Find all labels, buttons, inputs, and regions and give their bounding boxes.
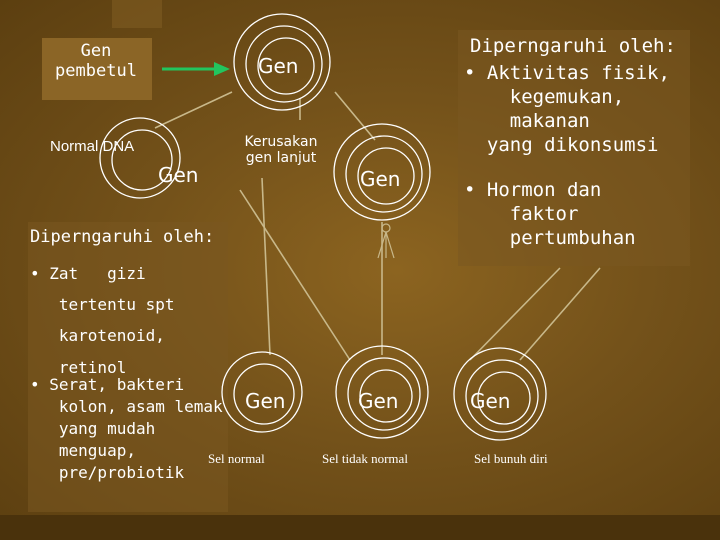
tripod-decoration <box>377 223 395 259</box>
circle-gen-bottom-3 <box>453 347 547 441</box>
sel-tidak-normal-label: Sel tidak normal <box>322 451 408 466</box>
background-band <box>0 515 720 540</box>
line-bottom2-to-bottom3 <box>519 267 601 361</box>
gen-bottom-3-label: Gen <box>470 389 511 413</box>
gen-top-label: Gen <box>258 54 299 78</box>
right-panel-bullet-1: • Aktivitas fisik, kegemukan, makanan ya… <box>464 62 670 156</box>
gen-bottom-2-label: Gen <box>358 389 399 413</box>
circle-gen-top <box>233 13 331 111</box>
line-top-to-bottom2 <box>239 189 351 361</box>
gen-mid-left-label: Gen <box>158 163 199 187</box>
gen-right-mid-label: Gen <box>360 167 401 191</box>
left-panel-bullet-1: • Zat gizi tertentu spt karotenoid, reti… <box>30 264 175 377</box>
normal-dna-label: Normal DNA <box>50 138 135 155</box>
background-post <box>112 0 162 28</box>
left-panel-heading: Diperngaruhi oleh: <box>30 227 215 247</box>
right-panel-bg <box>458 30 690 266</box>
gen-pembetul-label: Gen pembetul <box>55 41 137 81</box>
line-top-to-rightmid <box>334 91 376 141</box>
circle-gen-bottom-1 <box>221 351 303 433</box>
green-arrow <box>162 62 230 76</box>
gen-pembetul-box <box>42 38 152 100</box>
line-rightpanel-to-bottom3 <box>469 267 561 361</box>
circle-gen-bottom-2 <box>335 345 429 439</box>
sel-normal-label: Sel normal <box>208 451 265 466</box>
line-top-to-bottom1 <box>261 177 271 356</box>
right-panel-bullet-2: • Hormon dan faktor pertumbuhan <box>464 179 636 249</box>
kerusakan-label: Kerusakan gen lanjut <box>244 134 318 167</box>
left-panel-bullet-2: • Serat, bakteri kolon, asam lemak yang … <box>30 375 223 482</box>
circle-gen-mid-left <box>99 117 181 199</box>
left-panel-bg <box>28 222 228 512</box>
circle-gen-right-mid <box>333 123 431 221</box>
line-normaldna-to-top <box>154 91 233 129</box>
gen-bottom-1-label: Gen <box>245 389 286 413</box>
right-panel-heading: Diperngaruhi oleh: <box>470 35 676 57</box>
sel-bunuh-diri-label: Sel bunuh diri <box>474 451 548 466</box>
